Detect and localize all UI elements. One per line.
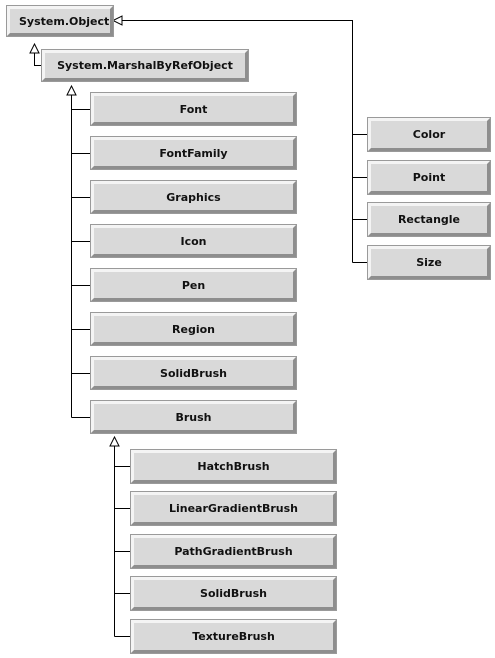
class-point: Point [368,161,490,194]
class-system-object: System.Object [7,6,113,36]
connector-brush-children [114,446,131,637]
class-rectangle: Rectangle [368,203,490,236]
class-color: Color [368,118,490,151]
arrowhead-brush [109,435,120,447]
class-marshal-by-ref-object: System.MarshalByRefObject [42,50,248,81]
arrowhead-object [29,42,40,54]
class-path-gradient-brush: PathGradientBrush [131,535,336,568]
connector-marshal-children [71,95,91,418]
arrowhead-object-right [111,15,123,26]
connector-object-marshal [34,53,42,66]
class-icon: Icon [91,225,296,257]
class-hatch-brush: HatchBrush [131,450,336,483]
class-solid-brush: SolidBrush [91,357,296,389]
class-size: Size [368,246,490,279]
connector-object-valuetypes [122,20,368,263]
arrowhead-marshal [66,84,77,96]
class-texture-brush: TextureBrush [131,620,336,653]
class-pen: Pen [91,269,296,301]
class-graphics: Graphics [91,181,296,213]
class-brush: Brush [91,401,296,433]
class-linear-gradient-brush: LinearGradientBrush [131,492,336,525]
class-font: Font [91,93,296,125]
class-region: Region [91,313,296,345]
class-font-family: FontFamily [91,137,296,169]
class-solid-brush-derived: SolidBrush [131,577,336,610]
